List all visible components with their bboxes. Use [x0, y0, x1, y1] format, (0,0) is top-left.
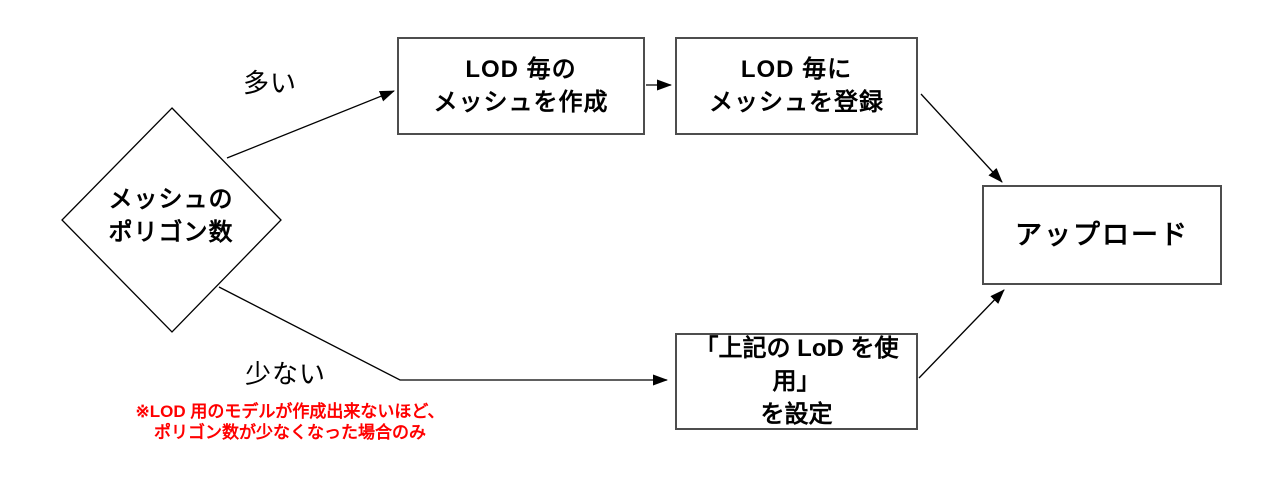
branch-label-few: 少ない: [245, 359, 327, 389]
step-upload: アップロード: [982, 185, 1222, 285]
step-create-mesh-per-lod: LOD 毎の メッシュを作成: [397, 37, 645, 135]
connector-register-to-upload-arrow: [920, 93, 1003, 183]
note-line2: ポリゴン数が少なくなった場合のみ: [154, 423, 426, 442]
branch-label-many: 多い: [243, 68, 298, 98]
note-line1: ※LOD 用のモデルが作成出来ないほど、: [135, 402, 445, 421]
step-uselod-line2: を設定: [760, 401, 833, 428]
step-register-line1: LOD 毎に: [740, 56, 853, 83]
step-set-use-upper-lod: 「上記の LoD を使用」 を設定: [675, 333, 918, 430]
decision-line2: ポリゴン数: [108, 219, 234, 246]
step-register-mesh-per-lod: LOD 毎に メッシュを登録: [675, 37, 918, 135]
connector-many-arrow: [226, 90, 395, 159]
step-register-line2: メッシュを登録: [709, 89, 884, 116]
step-upload-label: アップロード: [1015, 219, 1189, 250]
step-create-line1: LOD 毎の: [465, 56, 577, 83]
step-create-line2: メッシュを作成: [433, 89, 609, 116]
decision-polygon-count: メッシュの ポリゴン数: [61, 183, 281, 249]
decision-line1: メッシュの: [108, 186, 234, 213]
step-uselod-line1: 「上記の LoD を使用」: [694, 335, 899, 395]
decision-diamond-shape: [61, 107, 282, 333]
connector-few-arrow: [218, 286, 668, 386]
note-lod-restriction: ※LOD 用のモデルが作成出来ないほど、 ポリゴン数が少なくなった場合のみ: [110, 401, 470, 443]
connector-uselod-to-upload-arrow: [918, 289, 1005, 379]
